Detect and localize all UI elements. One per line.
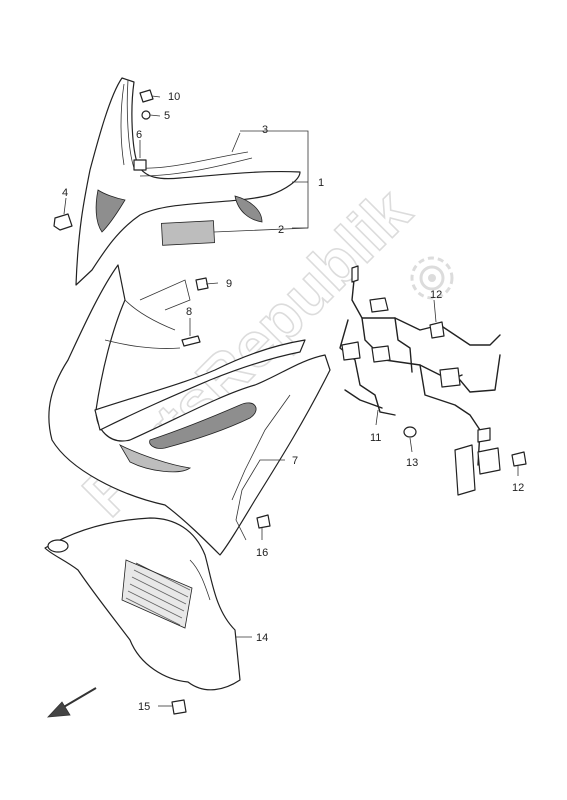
screw-15 xyxy=(171,699,187,715)
leg-shield xyxy=(48,264,331,556)
callout-8: 8 xyxy=(186,306,192,318)
gear-icon xyxy=(410,256,454,300)
callout-2: 2 xyxy=(278,224,284,236)
nut-10 xyxy=(139,89,154,103)
callout-labels: 1 2 3 4 5 6 7 8 9 10 11 12 12 13 14 15 1… xyxy=(62,91,524,713)
callout-14: 14 xyxy=(256,632,268,644)
arrow-down-left-icon xyxy=(46,687,97,718)
nut-9 xyxy=(195,277,209,291)
callout-6: 6 xyxy=(136,129,142,141)
upper-front-cover xyxy=(75,77,301,286)
callout-13: 13 xyxy=(406,457,418,469)
grommet-6 xyxy=(133,159,147,171)
clip-16 xyxy=(256,514,271,529)
callout-12-lower: 12 xyxy=(512,482,524,494)
callout-10: 10 xyxy=(168,91,180,103)
callout-16: 16 xyxy=(256,547,268,559)
vent-grille xyxy=(121,559,193,629)
callout-9: 9 xyxy=(226,278,232,290)
callout-12-upper: 12 xyxy=(430,289,442,301)
bolt-12a xyxy=(429,321,445,339)
bolt-12b xyxy=(511,451,527,467)
inner-lower-cover xyxy=(44,517,241,691)
emblem-plate xyxy=(161,220,215,246)
callout-4: 4 xyxy=(62,187,68,199)
callout-7: 7 xyxy=(292,455,298,467)
callout-1: 1 xyxy=(318,177,324,189)
cushion-13 xyxy=(403,426,417,438)
callout-3: 3 xyxy=(262,124,268,136)
screw-8 xyxy=(181,335,201,347)
clip-4 xyxy=(53,213,73,231)
hardware xyxy=(53,89,527,715)
callout-15: 15 xyxy=(138,701,150,713)
leader-lines xyxy=(63,95,519,707)
front-frame-bracket xyxy=(339,265,501,496)
washer-5 xyxy=(141,110,151,120)
callout-5: 5 xyxy=(164,110,170,122)
callout-11: 11 xyxy=(370,432,381,444)
